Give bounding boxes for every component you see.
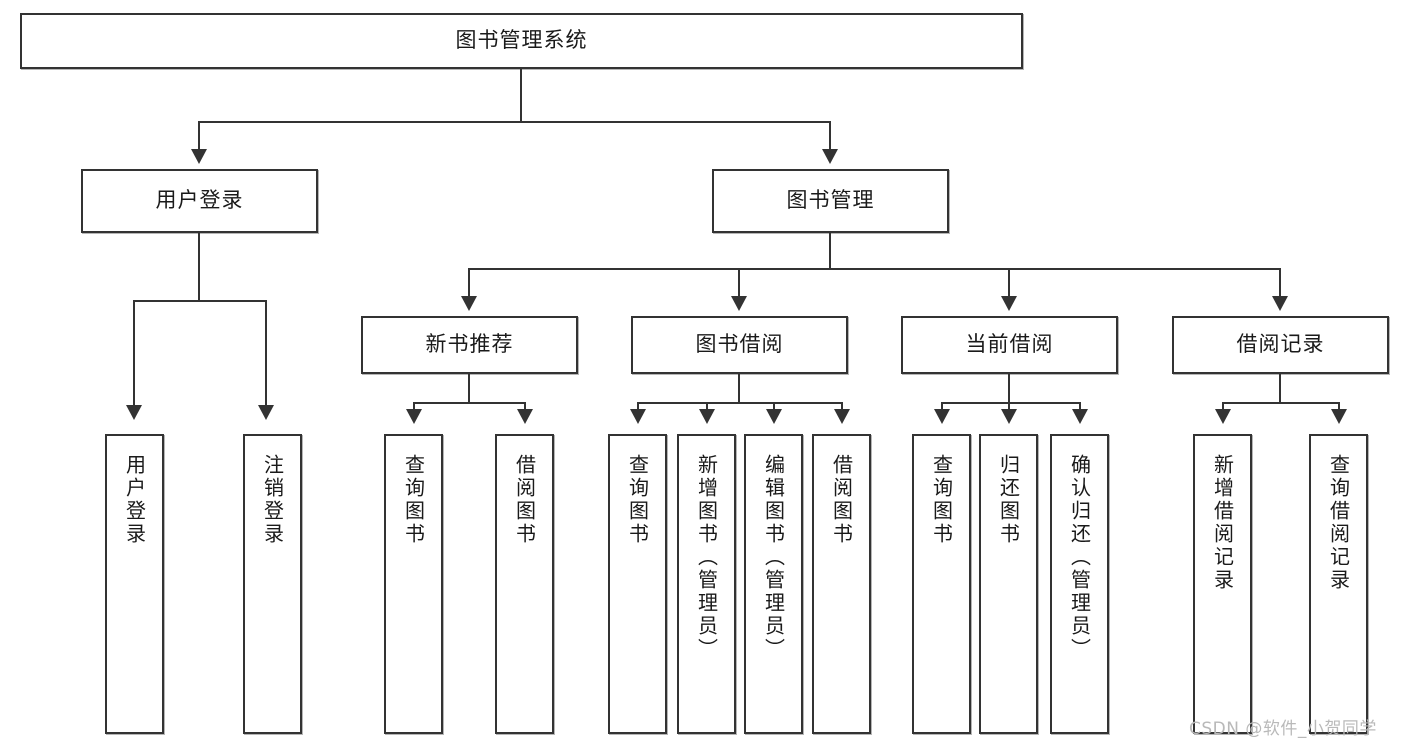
leaf-query-book-recommend[interactable]: 查询图书 (384, 434, 443, 734)
node-current-borrow[interactable]: 当前借阅 (901, 316, 1118, 374)
leaf-query-book-current[interactable]: 查询图书 (912, 434, 971, 734)
watermark-csdn: CSDN @软件_小贺同学 (1189, 719, 1377, 739)
arrow-to-leaf-borrow-book-2 (834, 409, 850, 424)
arrow-to-book-manage (822, 149, 838, 164)
connector-recommend-leg-1 (413, 402, 415, 410)
connector-current-leg-3 (1079, 402, 1081, 410)
connector-root-bus (198, 121, 830, 123)
leaf-add-book[interactable]: 新增图书（管理员） (677, 434, 736, 734)
connector-current-leg-1 (941, 402, 943, 410)
leaf-confirm-return[interactable]: 确认归还（管理员） (1050, 434, 1109, 734)
arrow-to-borrow-record (1272, 296, 1288, 311)
node-label: 当前借阅 (965, 332, 1054, 357)
leaf-logout[interactable]: 注销登录 (243, 434, 302, 734)
arrow-to-leaf-edit-book (766, 409, 782, 424)
arrow-to-leaf-confirm-return (1072, 409, 1088, 424)
connector-recommend-stem (468, 374, 470, 403)
leaf-label: 新增图书（管理员） (694, 454, 719, 661)
arrow-to-leaf-return-book (1001, 409, 1017, 424)
connector-record-leg-2 (1338, 402, 1340, 410)
connector-user-login-leg-2 (265, 300, 267, 406)
node-book-management[interactable]: 图书管理 (712, 169, 949, 233)
node-label: 图书借阅 (695, 332, 784, 357)
connector-current-leg-2 (1008, 402, 1010, 410)
leaf-label: 查询借阅记录 (1326, 454, 1351, 592)
connector-user-login-leg-1 (133, 300, 135, 406)
leaf-label: 查询图书 (401, 454, 426, 546)
connector-borrow-leg-4 (841, 402, 843, 410)
connector-borrow-stem (738, 374, 740, 403)
leaf-label: 新增借阅记录 (1210, 454, 1235, 592)
connector-record-leg-1 (1222, 402, 1224, 410)
arrow-to-user-login (191, 149, 207, 164)
connector-book-mgmt-leg-1 (468, 268, 470, 297)
leaf-label: 用户登录 (122, 454, 147, 546)
arrow-to-leaf-add-record (1215, 409, 1231, 424)
node-new-book-recommend[interactable]: 新书推荐 (361, 316, 578, 374)
leaf-label: 查询图书 (929, 454, 954, 546)
connector-borrow-bus (637, 402, 842, 404)
connector-book-mgmt-stem (829, 233, 831, 269)
leaf-borrow-book-recommend[interactable]: 借阅图书 (495, 434, 554, 734)
connector-book-mgmt-leg-3 (1008, 268, 1010, 297)
arrow-to-leaf-query-record (1331, 409, 1347, 424)
connector-book-mgmt-leg-4 (1279, 268, 1281, 297)
connector-recommend-leg-2 (524, 402, 526, 410)
leaf-borrow-book[interactable]: 借阅图书 (812, 434, 871, 734)
node-borrow-record[interactable]: 借阅记录 (1172, 316, 1389, 374)
node-book-borrow[interactable]: 图书借阅 (631, 316, 848, 374)
connector-current-bus (941, 402, 1080, 404)
leaf-return-book[interactable]: 归还图书 (979, 434, 1038, 734)
node-label: 新书推荐 (425, 332, 514, 357)
leaf-user-login[interactable]: 用户登录 (105, 434, 164, 734)
arrow-to-leaf-add-book (699, 409, 715, 424)
leaf-label: 确认归还（管理员） (1067, 454, 1092, 661)
leaf-label: 归还图书 (996, 454, 1021, 546)
connector-borrow-leg-1 (637, 402, 639, 410)
leaf-edit-book[interactable]: 编辑图书（管理员） (744, 434, 803, 734)
leaf-label: 查询图书 (625, 454, 650, 546)
connector-recommend-bus (413, 402, 525, 404)
arrow-to-book-borrow (731, 296, 747, 311)
connector-user-login-stem (198, 233, 200, 301)
connector-book-mgmt-bus (468, 268, 1280, 270)
leaf-label: 借阅图书 (512, 454, 537, 546)
arrow-to-leaf-user-login (126, 405, 142, 420)
leaf-query-borrow-record[interactable]: 查询借阅记录 (1309, 434, 1368, 734)
node-user-login[interactable]: 用户登录 (81, 169, 318, 233)
arrow-to-current-borrow (1001, 296, 1017, 311)
node-label: 用户登录 (155, 188, 244, 213)
node-label: 借阅记录 (1236, 332, 1325, 357)
connector-user-login-bus (133, 300, 266, 302)
connector-root-stem (520, 69, 522, 122)
leaf-add-borrow-record[interactable]: 新增借阅记录 (1193, 434, 1252, 734)
connector-borrow-leg-3 (773, 402, 775, 410)
node-label: 图书管理系统 (455, 28, 588, 53)
connector-record-bus (1222, 402, 1339, 404)
connector-current-stem (1008, 374, 1010, 403)
connector-book-mgmt-leg-2 (738, 268, 740, 297)
leaf-label: 注销登录 (260, 454, 285, 546)
connector-record-stem (1279, 374, 1281, 403)
node-root-system[interactable]: 图书管理系统 (20, 13, 1023, 69)
leaf-query-book-borrow[interactable]: 查询图书 (608, 434, 667, 734)
arrow-to-leaf-borrow-book-1 (517, 409, 533, 424)
connector-root-leg-2 (829, 121, 831, 150)
arrow-to-leaf-query-book-3 (934, 409, 950, 424)
leaf-label: 借阅图书 (829, 454, 854, 546)
arrow-to-leaf-query-book-1 (406, 409, 422, 424)
leaf-label: 编辑图书（管理员） (761, 454, 786, 661)
arrow-to-leaf-logout (258, 405, 274, 420)
arrow-to-new-book-recommend (461, 296, 477, 311)
connector-borrow-leg-2 (706, 402, 708, 410)
connector-root-leg-1 (198, 121, 200, 150)
arrow-to-leaf-query-book-2 (630, 409, 646, 424)
node-label: 图书管理 (786, 188, 875, 213)
